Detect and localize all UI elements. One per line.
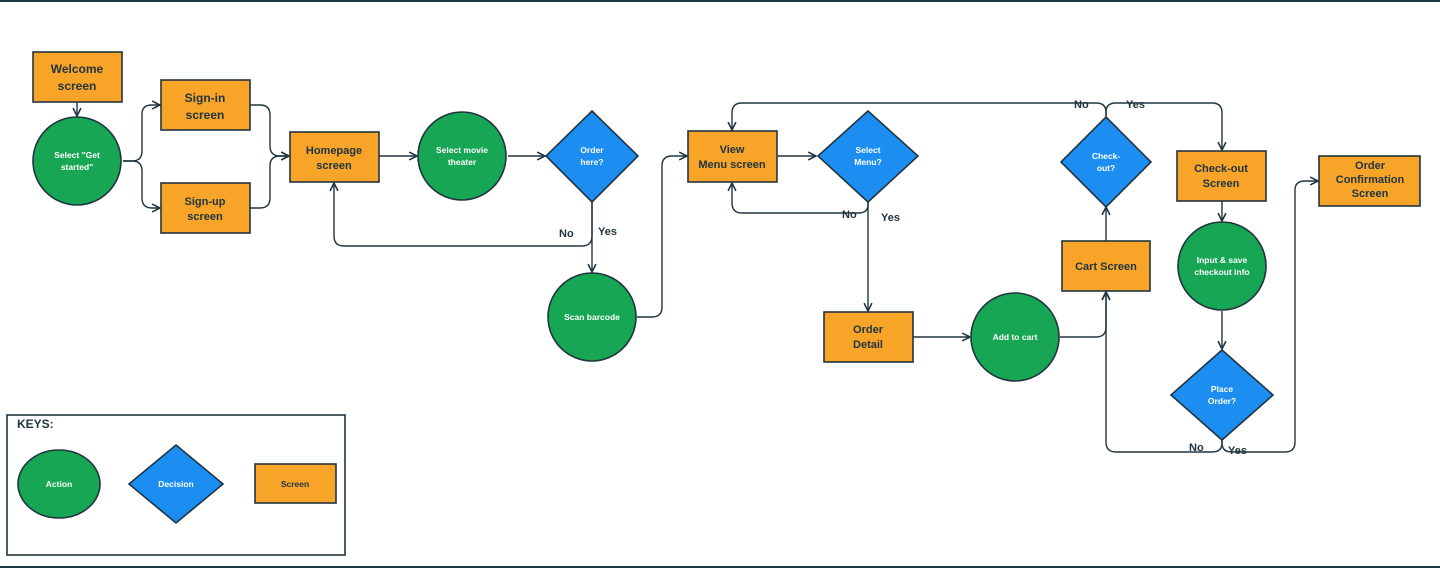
node-label-line: Screen [1352, 188, 1389, 200]
key-action: Action [17, 449, 101, 519]
edge-label-order-here-yes: Yes [598, 226, 617, 238]
node-label-line: Check- [1092, 151, 1121, 161]
node-checkout-screen: Check-out Screen [1176, 150, 1267, 202]
keys-legend: KEYS: Action Decision Screen [6, 414, 346, 556]
node-label-line: theater [448, 157, 477, 167]
node-order-detail-screen: Order Detail [823, 311, 914, 363]
node-label-line: Input & save [1197, 255, 1248, 265]
edge-place-order-yes-to-confirmation [1221, 181, 1318, 453]
node-label-line: Place [1211, 384, 1233, 394]
node-label-line: Order [1355, 160, 1386, 172]
node-cart-screen: Cart Screen [1061, 240, 1151, 292]
node-label-line: Select "Get [54, 150, 100, 160]
key-screen: Screen [254, 463, 337, 504]
node-select-get-started: Select "Get started" [32, 116, 122, 206]
node-label-line: started" [61, 162, 93, 172]
key-action-label: Action [46, 479, 72, 489]
node-homepage-screen: Homepage screen [289, 131, 380, 183]
node-label-line: screen [187, 211, 223, 223]
top-border [0, 0, 1440, 2]
node-label-line: View [720, 144, 745, 156]
edges [77, 102, 1318, 453]
node-label-line: Welcome [51, 62, 104, 76]
edge-sign-up-to-homepage [250, 156, 289, 209]
node-scan-barcode: Scan barcode [547, 272, 637, 362]
edge-sign-in-to-homepage [250, 104, 289, 156]
node-label-line: Screen [1203, 178, 1240, 190]
edge-add-to-cart-to-cart-screen [1060, 292, 1106, 338]
node-label-line: Add to cart [993, 332, 1038, 342]
node-label-line: screen [186, 108, 225, 122]
node-select-movie-theater: Select movie theater [417, 111, 507, 201]
node-label-line: checkout info [1194, 267, 1249, 277]
node-place-order-decision: Place Order? [1169, 348, 1275, 442]
node-select-menu-decision: Select Menu? [816, 109, 920, 204]
edge-labels: No Yes No Yes No Yes No Yes [559, 99, 1247, 457]
node-checkout-decision: Check- out? [1059, 115, 1153, 209]
node-label-line: Select movie [436, 145, 488, 155]
edge-label-select-menu-no: No [842, 209, 857, 221]
key-decision-label: Decision [158, 479, 193, 489]
node-add-to-cart: Add to cart [970, 292, 1060, 382]
node-label-line: Detail [853, 339, 883, 351]
edge-place-order-no-to-cart [1106, 292, 1223, 453]
node-welcome-screen: Welcome screen [32, 51, 123, 103]
edge-label-place-order-yes: Yes [1228, 445, 1247, 457]
node-label-line: Order [580, 145, 604, 155]
key-decision: Decision [127, 443, 225, 525]
edge-label-checkout-no: No [1074, 99, 1089, 111]
bottom-border [0, 566, 1440, 568]
node-view-menu-screen: View Menu screen [687, 130, 778, 183]
node-label-line: screen [58, 79, 97, 93]
node-label-line: out? [1097, 163, 1115, 173]
key-screen-label: Screen [281, 479, 309, 489]
edge-label-order-here-no: No [559, 228, 574, 240]
node-input-save-checkout-info: Input & save checkout info [1177, 221, 1267, 311]
keys-title: KEYS: [17, 417, 54, 431]
edge-checkout-yes-to-checkout-screen [1105, 102, 1222, 150]
node-label-line: Sign-in [185, 91, 226, 105]
node-label-line: Sign-up [185, 196, 226, 208]
edge-scan-to-view-menu [637, 156, 687, 318]
node-order-here-decision: Order here? [544, 109, 640, 204]
edge-get-started-to-sign-up [123, 160, 160, 208]
node-label-line: Order [853, 324, 884, 336]
node-order-confirmation-screen: Order Confirmation Screen [1318, 155, 1421, 207]
node-label-line: Select [855, 145, 880, 155]
node-label-line: Cart Screen [1075, 261, 1137, 273]
node-label-line: here? [580, 157, 603, 167]
node-sign-in-screen: Sign-in screen [160, 79, 251, 131]
node-sign-up-screen: Sign-up screen [160, 182, 251, 234]
edge-checkout-no-to-view-menu [732, 102, 1107, 130]
node-label-line: screen [316, 160, 352, 172]
edge-label-place-order-no: No [1189, 442, 1204, 454]
edge-label-checkout-yes: Yes [1126, 99, 1145, 111]
node-label-line: Scan barcode [564, 312, 620, 322]
node-label-line: Homepage [306, 145, 362, 157]
edge-label-select-menu-yes: Yes [881, 212, 900, 224]
node-label-line: Confirmation [1336, 174, 1405, 186]
node-label-line: Menu screen [698, 159, 766, 171]
node-label-line: Check-out [1194, 163, 1248, 175]
node-label-line: Order? [1208, 396, 1236, 406]
edge-get-started-to-sign-in [123, 105, 160, 162]
node-label-line: Menu? [854, 157, 881, 167]
